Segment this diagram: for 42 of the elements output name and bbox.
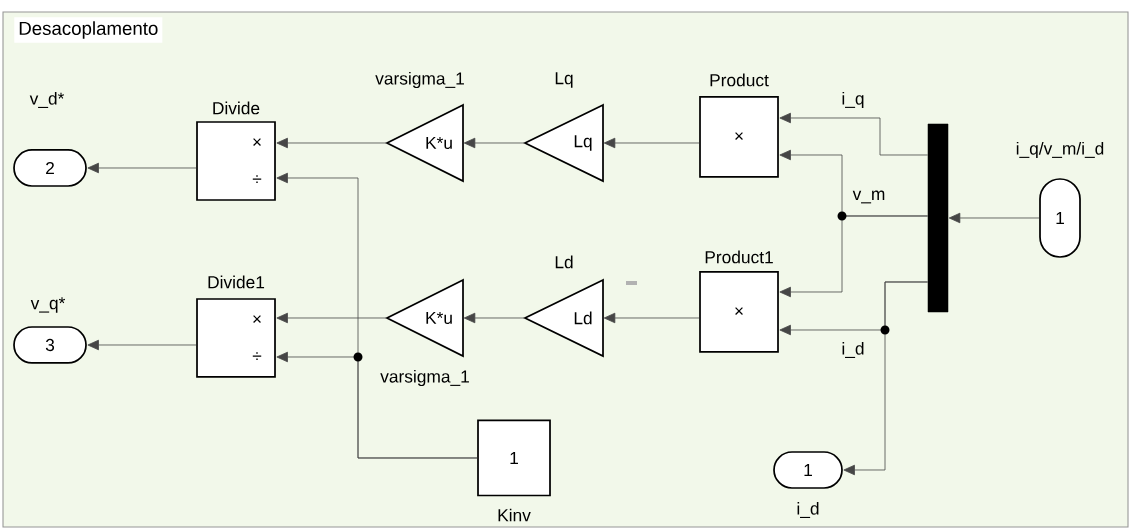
block-name: i_d <box>797 502 819 518</box>
signal-line <box>87 339 197 351</box>
subsystem-title: Desacoplamento <box>14 17 163 43</box>
block-name: varsigma_1 <box>380 369 469 387</box>
block-name: v_q* <box>30 297 66 313</box>
signal-line <box>87 162 197 174</box>
inport-block: 1 <box>1039 178 1081 258</box>
block-name: Divide <box>213 101 260 115</box>
signal-line <box>779 112 929 156</box>
signal-line <box>463 312 526 324</box>
signal-line <box>463 137 526 149</box>
gain-value: Ld <box>574 311 592 325</box>
product-block: × <box>699 96 779 178</box>
block-name: varsigma_1 <box>375 71 464 89</box>
block-name: Lq <box>555 72 573 88</box>
product-block: × <box>699 271 779 353</box>
signal-label: v_m <box>851 189 887 205</box>
signal-line <box>779 215 929 298</box>
block-name: Product <box>710 73 769 87</box>
block-name: v_d* <box>29 92 65 108</box>
gain-value: K*u <box>426 136 452 150</box>
signal-line <box>276 312 388 324</box>
signal-line <box>603 137 700 149</box>
gain-value: Lq <box>574 135 592 151</box>
mux-bar <box>927 123 949 313</box>
signal-line <box>276 351 478 459</box>
outport-block: 2 <box>13 149 87 187</box>
signal-line <box>276 137 388 149</box>
product-block: × ÷ <box>196 121 276 201</box>
block-name: Product1 <box>705 250 773 264</box>
block-name: Divide1 <box>208 275 265 289</box>
gain-value: K*u <box>426 311 452 325</box>
signal-line <box>948 212 1040 224</box>
signal-line <box>603 312 700 324</box>
block-name: Ld <box>555 255 573 269</box>
outport-block: 3 <box>13 326 87 364</box>
block-name: i_q/v_m/i_d <box>1016 141 1104 159</box>
signal-line <box>843 281 929 476</box>
constant-block: 1 <box>477 419 551 497</box>
outport-block: 1 <box>773 451 843 489</box>
block-name: Kinv <box>498 508 531 522</box>
product-block: × ÷ <box>196 298 276 378</box>
